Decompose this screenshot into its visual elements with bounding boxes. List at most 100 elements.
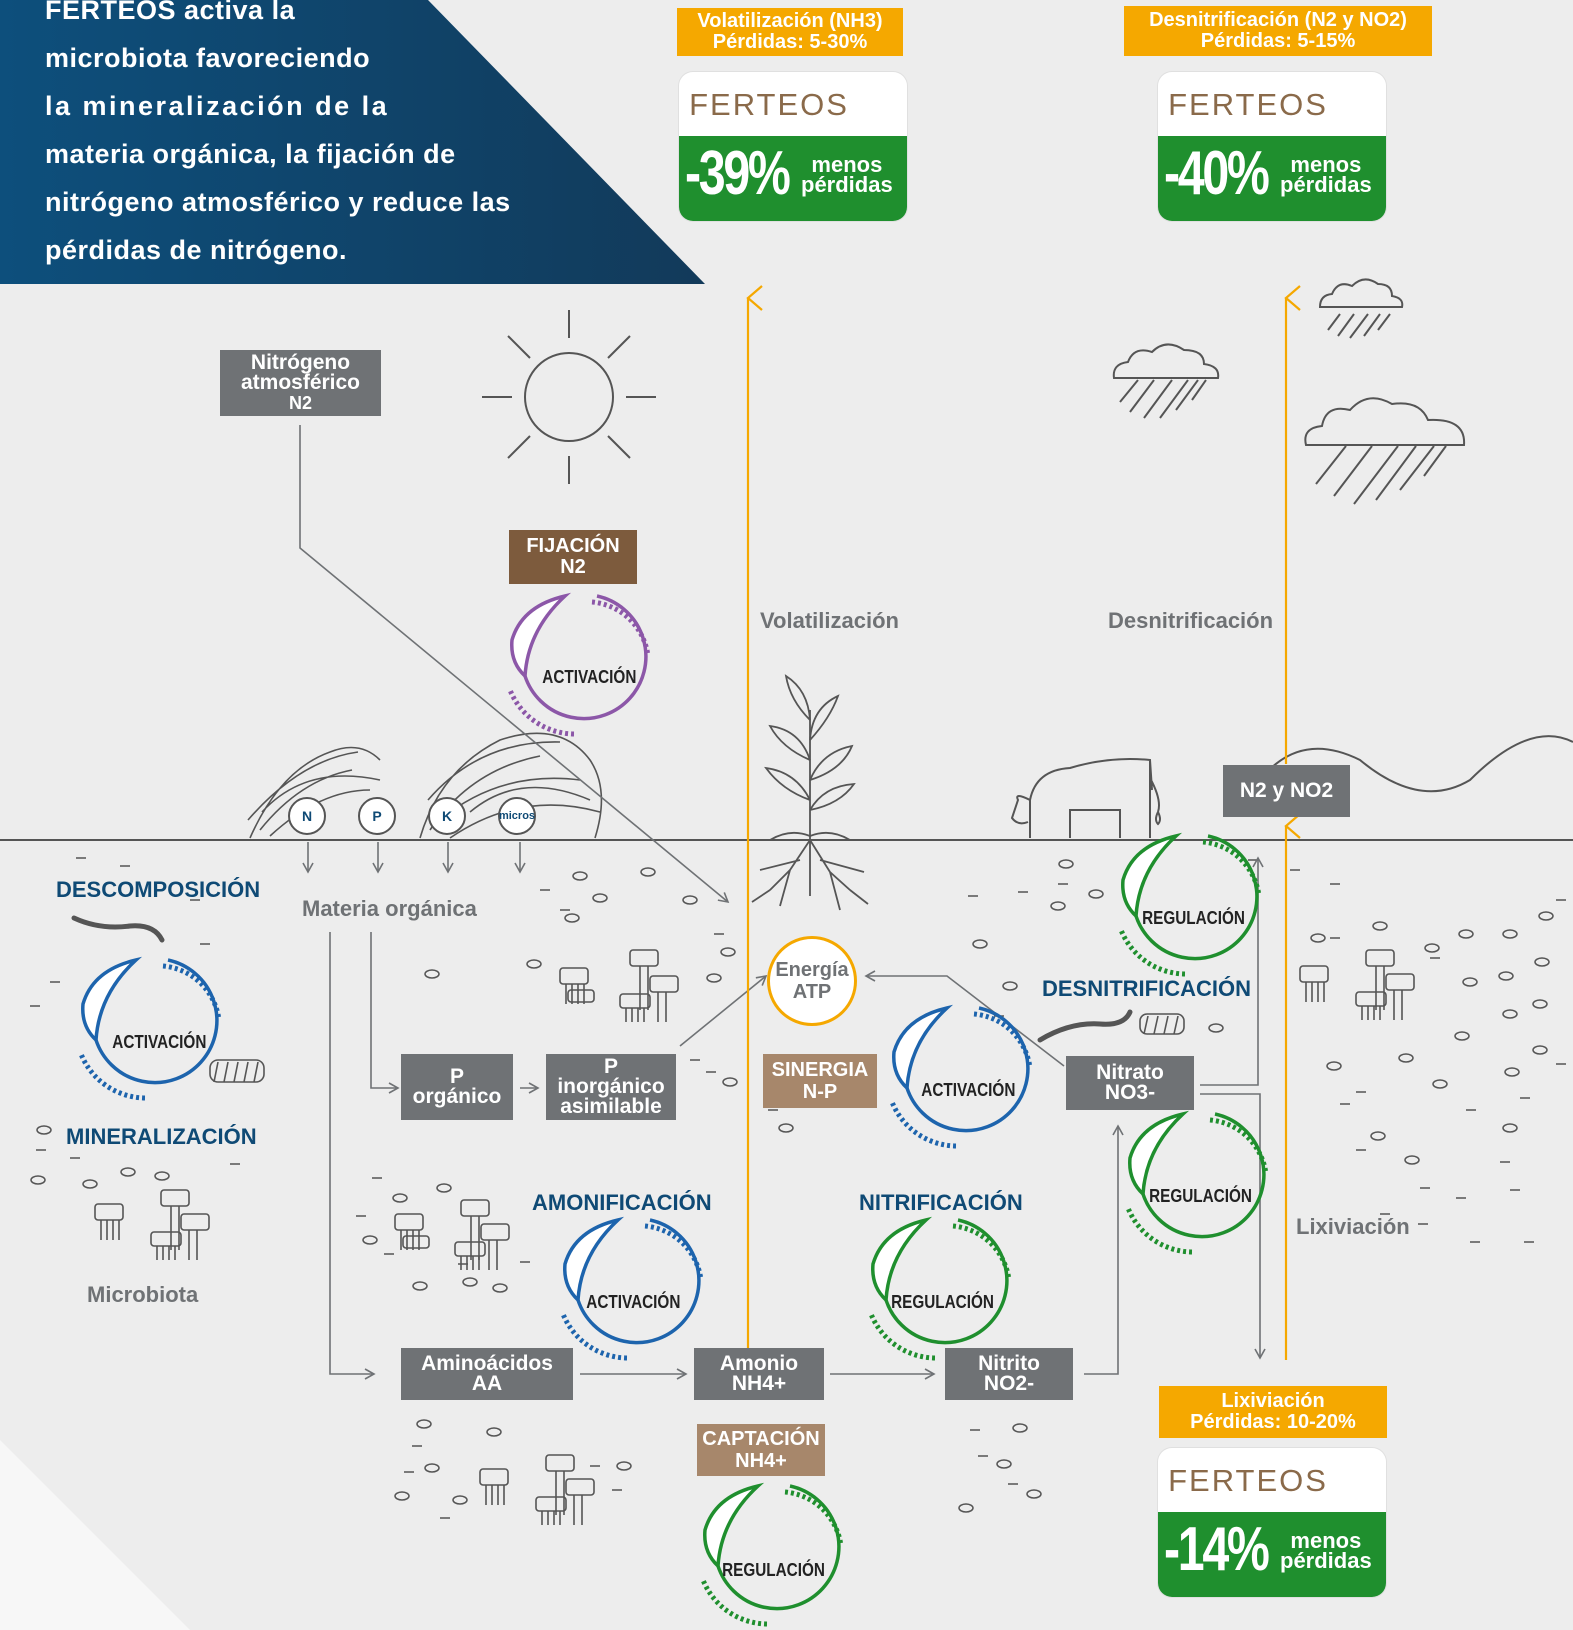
reduction-panel: -14% menos pérdidas	[1158, 1512, 1386, 1597]
box-line: N-P	[802, 1081, 838, 1103]
box-line: N2 y NO2	[1239, 779, 1334, 802]
box-line: P	[603, 1055, 618, 1078]
ferteos-logo: FERTEOS	[1158, 72, 1386, 137]
sun-icon	[482, 310, 656, 484]
box-line: NO2-	[983, 1372, 1035, 1395]
p-organico-box: P orgánico	[401, 1054, 513, 1120]
reduction-panel: -40% menos pérdidas	[1158, 136, 1386, 221]
regulacion-badge-2	[1125, 1110, 1269, 1255]
activacion-badge-blue-mid	[889, 1004, 1033, 1149]
box-line: FIJACIÓN	[526, 535, 620, 557]
intro-text: FERTEOS activa la microbiota favoreciend…	[45, 0, 565, 274]
nutrient-label: K	[441, 808, 453, 824]
loss-range: Pérdidas: 5-15%	[1200, 30, 1356, 52]
energy-line: ATP	[792, 981, 832, 1003]
activacion-badge-label: ACTIVACIÓN	[112, 1032, 207, 1052]
reduction-caption: menos pérdidas	[1280, 1530, 1372, 1573]
volatilizacion-label: Volatilización	[760, 608, 899, 633]
aminoacidos-box: Aminoácidos AA	[401, 1348, 573, 1400]
nitrificacion-label: NITRIFICACIÓN	[859, 1190, 1023, 1215]
fijacion-box: FIJACIÓN N2	[509, 530, 637, 584]
rain-cloud-icon	[1112, 278, 1466, 505]
box-line: P	[449, 1065, 464, 1088]
mineralizacion-label: MINERALIZACIÓN	[66, 1124, 257, 1149]
reduction-percent: -40%	[1164, 139, 1270, 208]
bacteria-icon	[209, 1013, 1185, 1083]
activacion-badge-purple	[507, 592, 651, 737]
microbiota-label: Microbiota	[87, 1282, 199, 1307]
ferteos-logo: FERTEOS	[1158, 1448, 1386, 1513]
intro-line: la mineralización de la	[45, 91, 390, 121]
brand-name: FERTEOS	[1168, 86, 1328, 122]
box-line: NH4+	[731, 1372, 787, 1395]
nutrient-label: micros	[498, 810, 536, 822]
box-line: orgánico	[412, 1085, 502, 1108]
desnitrificacion-process-label: DESNITRIFICACIÓN	[1042, 976, 1251, 1001]
caption-menos: menos	[811, 152, 883, 177]
nitrito-box: Nitrito NO2-	[945, 1348, 1073, 1400]
lixiviacion-label: Lixiviación	[1296, 1214, 1410, 1239]
intro-line: materia orgánica, la fijación de	[45, 139, 456, 169]
flow-connectors	[299, 425, 1266, 1380]
reduction-caption: menos pérdidas	[1280, 154, 1372, 197]
sinergia-np-box: SINERGIA N-P	[763, 1054, 877, 1108]
box-line: Nitrógeno	[250, 351, 351, 374]
activacion-badge-blue-bottom	[560, 1216, 704, 1361]
nutrient-micros: micros	[498, 797, 536, 835]
volatilizacion-loss-header: Volatilización (NH3) Pérdidas: 5-30%	[677, 8, 903, 56]
ferteos-card-desnitrificacion: FERTEOS -40% menos pérdidas	[1158, 72, 1386, 221]
activacion-badge-label: ACTIVACIÓN	[921, 1080, 1016, 1100]
amonio-box: Amonio NH4+	[694, 1348, 824, 1400]
regulacion-badge-label: REGULACIÓN	[891, 1292, 994, 1312]
regulacion-badge-4	[700, 1482, 844, 1627]
nitrogeno-atmosferico-box: Nitrógeno atmosférico N2	[220, 350, 381, 416]
energia-atp-circle: Energía ATP	[767, 936, 857, 1026]
nutrient-k: K	[428, 797, 466, 835]
reduction-caption: menos pérdidas	[801, 152, 893, 197]
box-line: NH4+	[735, 1450, 787, 1472]
microbe-cluster-icon	[94, 949, 1415, 1525]
nutrient-p: P	[358, 797, 396, 835]
regulacion-badge-1	[1118, 832, 1262, 977]
nitrato-box: Nitrato NO3-	[1066, 1056, 1194, 1110]
brand-name: FERTEOS	[1168, 1462, 1328, 1498]
box-line: asimilable	[560, 1095, 662, 1118]
intro-banner	[0, 0, 705, 284]
box-line: N2	[288, 393, 312, 413]
loss-title: Desnitrificación (N2 y NO2)	[1149, 9, 1407, 31]
descomposicion-label: DESCOMPOSICIÓN	[56, 877, 261, 902]
loss-title: Lixiviación	[1221, 1390, 1325, 1412]
activacion-badge-label: ACTIVACIÓN	[586, 1292, 681, 1312]
loss-range: Pérdidas: 10-20%	[1190, 1411, 1356, 1433]
energy-line: Energía	[775, 959, 849, 981]
plant-icon	[751, 674, 869, 911]
nutrient-label: P	[372, 808, 382, 824]
n2-no2-box: N2 y NO2	[1223, 765, 1350, 817]
box-line: Nitrito	[978, 1352, 1040, 1375]
nutrient-n: N	[288, 797, 326, 835]
box-line: inorgánico	[557, 1075, 665, 1098]
reduction-percent: -14%	[1164, 1515, 1270, 1584]
desnitrificacion-label: Desnitrificación	[1108, 608, 1274, 633]
box-line: atmosférico	[240, 371, 361, 394]
box-line: Amonio	[719, 1352, 799, 1375]
desnitrificacion-loss-header: Desnitrificación (N2 y NO2) Pérdidas: 5-…	[1124, 6, 1432, 56]
box-line: Aminoácidos	[421, 1352, 553, 1375]
caption-perdidas: pérdidas	[801, 172, 893, 197]
box-line: Nitrato	[1096, 1061, 1164, 1084]
worm-icon	[71, 915, 1133, 1043]
box-line: NO3-	[1104, 1081, 1156, 1104]
box-line: AA	[471, 1372, 503, 1395]
caption-perdidas: pérdidas	[1280, 1548, 1372, 1573]
lixiviacion-loss-header: Lixiviación Pérdidas: 10-20%	[1159, 1386, 1387, 1438]
loss-title: Volatilización (NH3)	[697, 10, 883, 32]
activacion-badge-label: ACTIVACIÓN	[542, 667, 637, 687]
corner-shade	[0, 1440, 190, 1630]
loss-range: Pérdidas: 5-30%	[712, 31, 868, 53]
amonificacion-label: AMONIFICACIÓN	[532, 1190, 712, 1215]
caption-perdidas: pérdidas	[1280, 172, 1372, 197]
box-line: CAPTACIÓN	[702, 1428, 820, 1450]
regulacion-badge-label: REGULACIÓN	[722, 1560, 825, 1580]
